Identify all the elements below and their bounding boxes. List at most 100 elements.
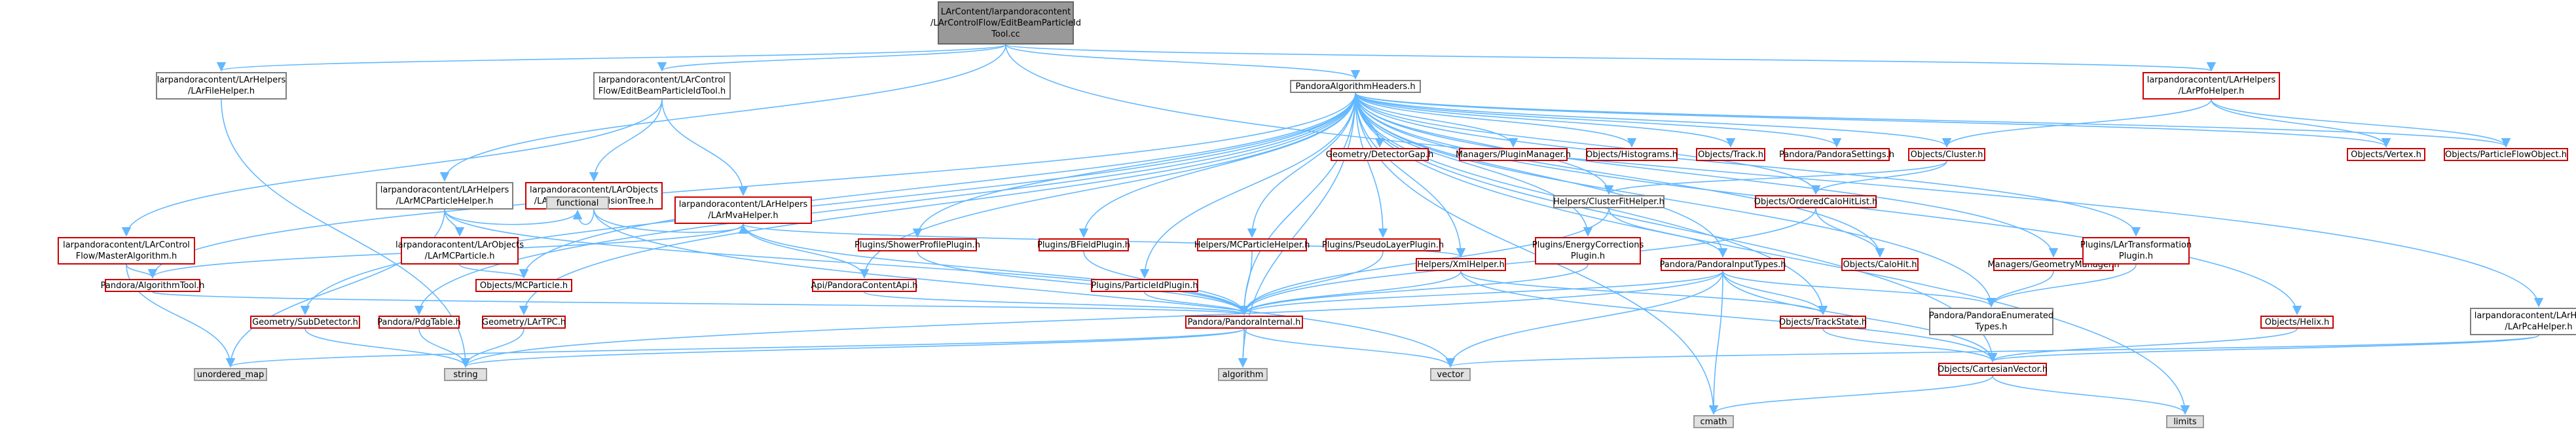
node-helix[interactable]: Objects/Helix.h [2260, 316, 2334, 329]
node-label: Geometry/SubDetector.h [252, 317, 358, 327]
node-mcph[interactable]: larpandoracontent/LArHelpers /LArMCParti… [376, 182, 513, 210]
node-cmath[interactable]: cmath [1693, 415, 1734, 428]
edge-mcph-to-functional [444, 209, 583, 225]
node-string[interactable]: string [444, 368, 487, 381]
node-showerprof[interactable]: Plugins/ShowerProfilePlugin.h [855, 238, 980, 251]
node-fileh[interactable]: larpandoracontent/LArHelpers /LArFileHel… [156, 72, 287, 100]
node-cartvec[interactable]: Objects/CartesianVector.h [1937, 363, 2048, 376]
node-vertex[interactable]: Objects/Vertex.h [2347, 148, 2425, 161]
node-label: Pandora/PandoraEnumerated Types.h [1928, 311, 2054, 332]
edge-alghead-to-pdgtable [414, 92, 1356, 316]
node-cluster[interactable]: Objects/Cluster.h [1908, 148, 1985, 161]
node-inputtypes[interactable]: Pandora/PandoraInputTypes.h [1659, 258, 1786, 271]
edge-pcapi-to-internal [864, 291, 1249, 316]
node-unordered-map[interactable]: unordered_map [194, 368, 267, 381]
node-bfield[interactable]: Plugins/BFieldPlugin.h [1037, 238, 1131, 251]
edge-alghead-to-cartvec [1355, 92, 1998, 363]
node-label: Geometry/LArTPC.h [481, 317, 566, 327]
edge-root-to-editbp [657, 44, 1006, 72]
edge-cluster-to-orderedcalo [1811, 160, 1947, 195]
node-detgap[interactable]: Geometry/DetectorGap.h [1326, 148, 1433, 161]
node-pfoh[interactable]: larpandoracontent/LArHelpers /LArPfoHelp… [2143, 72, 2280, 100]
node-editbp[interactable]: larpandoracontent/LArControl Flow/EditBe… [593, 72, 731, 100]
node-particleid[interactable]: Plugins/ParticleIdPlugin.h [1091, 279, 1198, 292]
node-root[interactable]: LArContent/larpandoracontent /LArControl… [930, 1, 1081, 45]
node-mastalg[interactable]: larpandoracontent/LArControl Flow/Master… [58, 237, 195, 265]
node-alghead[interactable]: PandoraAlgorithmHeaders.h [1290, 80, 1421, 93]
node-label: Objects/MCParticle.h [479, 280, 568, 291]
edge-alghead-to-subdet [300, 92, 1356, 316]
node-label: Pandora/PandoraInputTypes.h [1659, 259, 1786, 270]
node-mcparticle[interactable]: Objects/MCParticle.h [475, 279, 572, 292]
node-functional[interactable]: functional [546, 196, 609, 210]
edge-mvah-to-internal [743, 223, 1249, 316]
node-pluginmgr[interactable]: Managers/PluginManager.h [1455, 148, 1572, 161]
node-vector[interactable]: vector [1430, 368, 1471, 381]
node-xmlhelper[interactable]: Helpers/XmlHelper.h [1416, 258, 1506, 271]
node-larmcp[interactable]: larpandoracontent/LArObjects /LArMCParti… [396, 237, 524, 265]
node-calohit[interactable]: Objects/CaloHit.h [1841, 258, 1919, 271]
node-limits[interactable]: limits [2166, 415, 2204, 428]
node-internal[interactable]: Pandora/PandoraInternal.h [1185, 316, 1303, 329]
node-lartpc[interactable]: Geometry/LArTPC.h [482, 316, 566, 329]
node-pcapi[interactable]: Api/PandoraContentApi.h [811, 279, 918, 292]
node-label: Plugins/PseudoLayerPlugin.h [1321, 240, 1444, 250]
edge-editbp-to-mastalg [121, 99, 663, 237]
node-energycorr[interactable]: Plugins/EnergyCorrections Plugin.h [1532, 237, 1644, 265]
edge-xmlhelper-to-internal [1239, 270, 1462, 316]
node-label: Pandora/AlgorithmTool.h [100, 280, 205, 291]
node-label: Api/PandoraContentApi.h [811, 280, 918, 291]
node-lartransf[interactable]: Plugins/LArTransformation Plugin.h [2080, 237, 2192, 265]
node-label: larpandoracontent/LArHelpers /LArFileHel… [156, 75, 286, 96]
node-mvah[interactable]: larpandoracontent/LArHelpers /LArMvaHelp… [674, 196, 812, 224]
node-algtool[interactable]: Pandora/AlgorithmTool.h [101, 279, 204, 292]
edge-inputtypes-to-enumtypes [1722, 270, 1996, 308]
edge-inputtypes-to-vector [1445, 270, 1723, 368]
node-pdgtable[interactable]: Pandora/PdgTable.h [377, 316, 461, 329]
edge-alghead-to-showerprof [912, 92, 1356, 238]
edge-clusterfit-to-inputtypes [1608, 208, 1728, 258]
node-label: Pandora/PdgTable.h [377, 317, 461, 327]
node-subdet[interactable]: Geometry/SubDetector.h [250, 316, 360, 329]
node-label: vector [1437, 369, 1464, 380]
node-algorithm[interactable]: algorithm [1218, 368, 1268, 381]
node-label: larpandoracontent/LArHelpers /LArMvaHelp… [678, 200, 808, 221]
node-label: Managers/PluginManager.h [1455, 149, 1572, 160]
node-label: cmath [1700, 416, 1727, 427]
edge-orderedcalo-to-internal [1239, 208, 1816, 316]
node-histograms[interactable]: Objects/Histograms.h [1586, 148, 1678, 161]
edge-adabdt-to-functional [572, 209, 595, 225]
edge-cartvec-to-cmath [1708, 375, 1993, 415]
node-orderedcalo[interactable]: Objects/OrderedCaloHitList.h [1754, 195, 1877, 208]
node-label: PandoraAlgorithmHeaders.h [1295, 81, 1416, 92]
node-clusterfit[interactable]: Helpers/ClusterFitHelper.h [1553, 195, 1665, 208]
node-track[interactable]: Objects/Track.h [1696, 148, 1765, 161]
edge-mcph-to-unordered_map [225, 209, 445, 368]
edge-alghead-to-algtool [147, 92, 1356, 279]
edge-inputtypes-to-internal [1240, 270, 1723, 316]
node-label: Helpers/XmlHelper.h [1417, 259, 1505, 270]
node-label: larpandoracontent/LArControl Flow/Master… [63, 240, 190, 261]
node-mcphelper[interactable]: Helpers/MCParticleHelper.h [1194, 238, 1310, 251]
edge-alghead-to-geommgr [1355, 92, 2059, 258]
edge-cartvec-to-limits [1992, 375, 2190, 415]
node-label: Objects/CartesianVector.h [1937, 364, 2048, 375]
node-pseudolayer[interactable]: Plugins/PseudoLayerPlugin.h [1321, 238, 1444, 251]
node-pcah[interactable]: larpandoracontent/LArHelpers /LArPcaHelp… [2470, 308, 2576, 335]
node-trackstate[interactable]: Objects/TrackState.h [1779, 316, 1867, 329]
node-label: larpandoracontent/LArHelpers /LArPcaHelp… [2474, 311, 2576, 332]
node-label: larpandoracontent/LArControl Flow/EditBe… [598, 75, 726, 96]
edge-internal-to-algorithm [1238, 328, 1248, 368]
edge-helix-to-cartvec [1988, 328, 2298, 363]
node-settings[interactable]: Pandora/PandoraSettings.h [1779, 148, 1894, 161]
edge-alghead-to-pseudolayer [1355, 92, 1388, 238]
node-enumtypes[interactable]: Pandora/PandoraEnumerated Types.h [1929, 308, 2053, 335]
edge-alghead-to-particleid [1139, 92, 1356, 279]
node-label: Objects/Track.h [1698, 149, 1763, 160]
edge-energycorr-to-internal [1239, 264, 1589, 316]
node-label: Plugins/BFieldPlugin.h [1037, 240, 1131, 250]
node-pfo[interactable]: Objects/ParticleFlowObject.h [2444, 148, 2568, 161]
edge-alghead-to-inputtypes [1355, 92, 1728, 258]
edge-alghead-to-track [1355, 92, 1736, 148]
